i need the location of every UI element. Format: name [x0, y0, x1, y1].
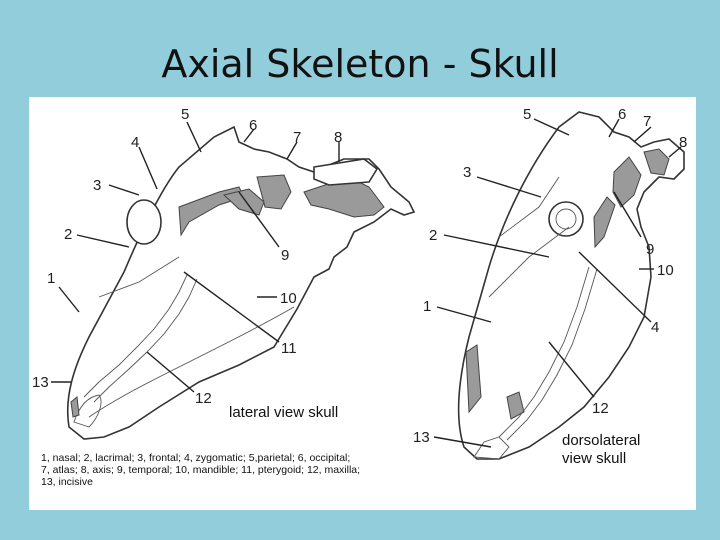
lateral-label-9: 9	[281, 247, 289, 264]
slide-title: Axial Skeleton - Skull	[0, 42, 720, 86]
dorsolateral-label-3: 3	[463, 164, 471, 181]
dorsolateral-caption-line1: dorsolateral	[562, 432, 640, 449]
lateral-caption: lateral view skull	[229, 404, 338, 421]
lateral-orbit	[127, 200, 161, 244]
dorsolateral-label-12: 12	[592, 400, 609, 417]
lateral-label-13: 13	[32, 374, 49, 391]
bone-legend: 1, nasal; 2, lacrimal; 3, frontal; 4, zy…	[41, 452, 421, 488]
dorsolateral-label-5: 5	[523, 106, 531, 123]
lateral-label-7: 7	[293, 129, 301, 146]
dorsolateral-label-13: 13	[413, 429, 430, 446]
diagram-panel: 1 2 3 4 5 6 7 8 9 10 11 12 13 lateral vi…	[29, 97, 696, 510]
dorsolateral-label-6: 6	[618, 106, 626, 123]
lateral-axis-dens	[314, 159, 377, 185]
dorsolateral-orbit	[549, 202, 583, 236]
skull-diagram: 1 2 3 4 5 6 7 8 9 10 11 12 13 lateral vi…	[29, 97, 696, 510]
lateral-label-6: 6	[249, 117, 257, 134]
lateral-label-3: 3	[93, 177, 101, 194]
legend-line-2: 7, atlas; 8, axis; 9, temporal; 10, mand…	[41, 464, 421, 476]
dorsolateral-label-8: 8	[679, 134, 687, 151]
lateral-label-5: 5	[181, 106, 189, 123]
dorsolateral-caption-line2: view skull	[562, 450, 626, 467]
dorsolateral-label-9: 9	[646, 241, 654, 258]
lateral-label-4: 4	[131, 134, 139, 151]
dorsolateral-label-7: 7	[643, 113, 651, 130]
dorsolateral-skull-drawing	[459, 112, 684, 459]
legend-line-1: 1, nasal; 2, lacrimal; 3, frontal; 4, zy…	[41, 452, 421, 464]
lateral-label-12: 12	[195, 390, 212, 407]
legend-line-3: 13, incisive	[41, 476, 421, 488]
dorsolateral-label-4: 4	[651, 319, 659, 336]
lateral-label-11: 11	[281, 340, 297, 357]
lateral-label-2: 2	[64, 226, 72, 243]
dorsolateral-label-2: 2	[429, 227, 437, 244]
dorsolateral-label-1: 1	[423, 298, 431, 315]
dorsolateral-label-10: 10	[657, 262, 674, 279]
lateral-label-1: 1	[47, 270, 55, 287]
lateral-skull-drawing	[68, 127, 414, 439]
lateral-label-10: 10	[280, 290, 297, 307]
lateral-label-8: 8	[334, 129, 342, 146]
